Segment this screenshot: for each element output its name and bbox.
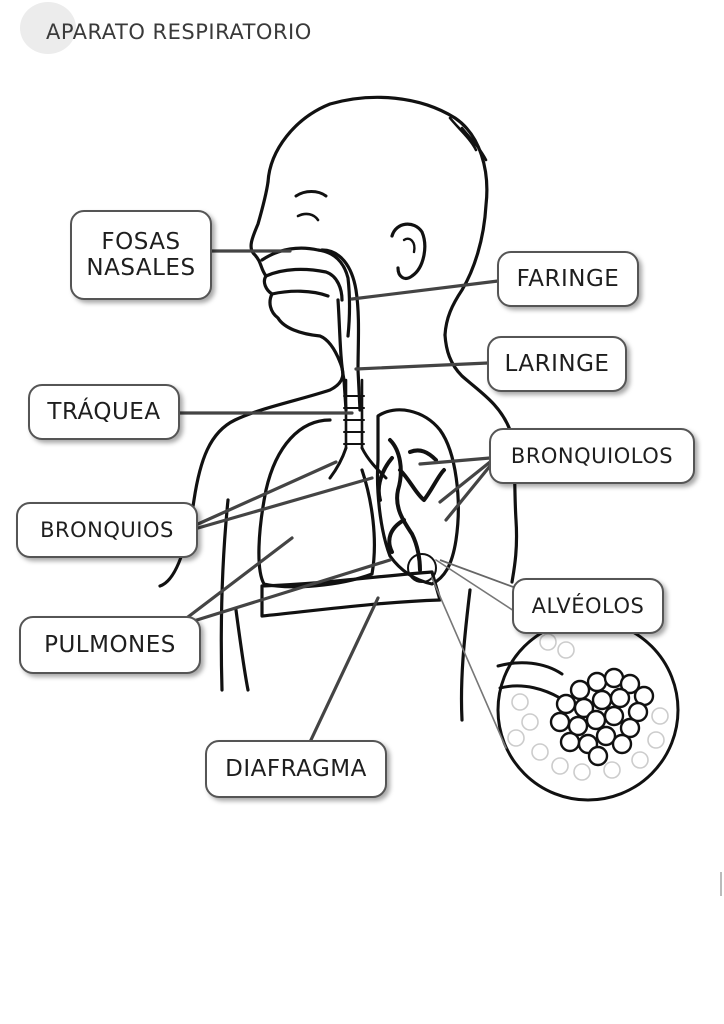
label-faringe: FARINGE xyxy=(497,251,639,307)
bronchiole-tree xyxy=(376,438,446,572)
connector-bronquiolos-2 xyxy=(438,460,492,504)
label-alveolos: ALVÉOLOS xyxy=(512,578,664,634)
ear xyxy=(390,222,427,281)
connector-bronquios-1 xyxy=(196,460,338,526)
pharynx xyxy=(320,248,362,412)
label-laringe: LARINGE xyxy=(487,336,627,392)
label-traquea: TRÁQUEA xyxy=(28,384,180,440)
edge-mark xyxy=(720,872,722,896)
connector-bronquiolos-1 xyxy=(418,456,492,466)
connector-bronquiolos-3 xyxy=(444,464,492,522)
label-diafragma: DIAFRAGMA xyxy=(205,740,387,798)
title-circle-decoration xyxy=(20,2,76,54)
label-bronquios: BRONQUIOS xyxy=(16,502,198,558)
label-fosas-nasales: FOSAS NASALES xyxy=(70,210,212,300)
connector-faringe xyxy=(350,279,500,301)
connector-alveolos xyxy=(439,559,517,589)
page-title: APARATO RESPIRATORIO xyxy=(46,20,312,44)
lung-right xyxy=(375,408,460,586)
head-outline xyxy=(266,95,489,337)
connector-pulmones-2 xyxy=(182,558,392,626)
connector-laringe xyxy=(354,361,490,371)
lung-left xyxy=(257,418,376,589)
connector-diafragma xyxy=(308,596,380,744)
face-profile xyxy=(249,180,342,364)
connector-pulmones-1 xyxy=(182,536,294,622)
connector-bronquios-2 xyxy=(196,476,374,530)
label-bronquiolos: BRONQUIOLOS xyxy=(489,428,695,484)
nasal-cavity xyxy=(260,246,352,338)
label-pulmones: PULMONES xyxy=(19,616,201,674)
